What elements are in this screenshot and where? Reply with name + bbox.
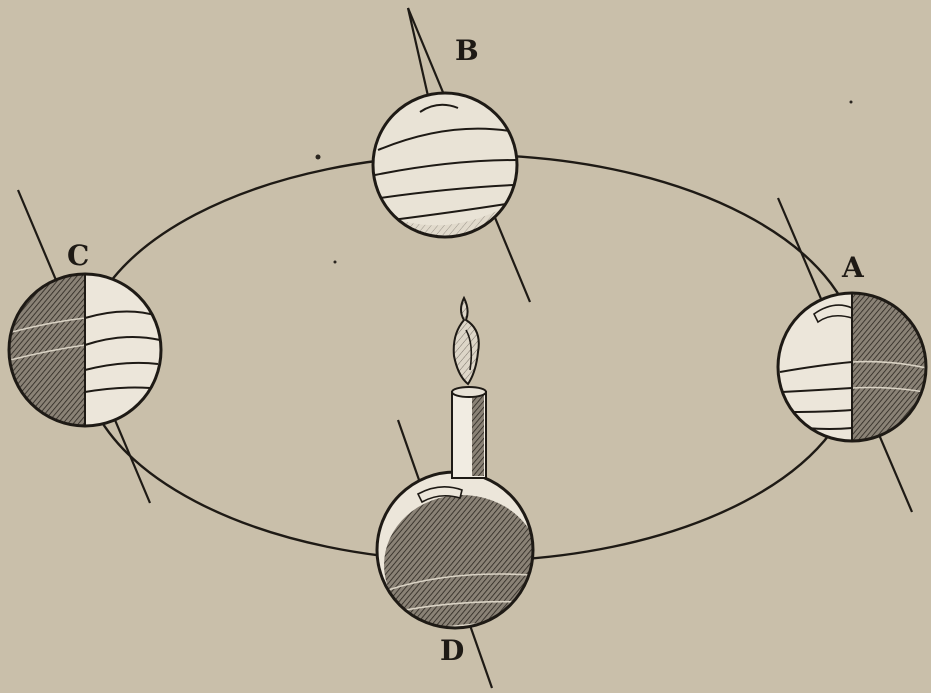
globe-c bbox=[0, 190, 161, 503]
label-c: C bbox=[67, 239, 89, 272]
label-d: D bbox=[440, 634, 464, 667]
label-a: A bbox=[841, 251, 865, 284]
candle-flame bbox=[454, 298, 479, 384]
candle-flame-icon bbox=[452, 298, 486, 478]
globe-b bbox=[373, 8, 530, 302]
label-b: B bbox=[455, 34, 479, 67]
